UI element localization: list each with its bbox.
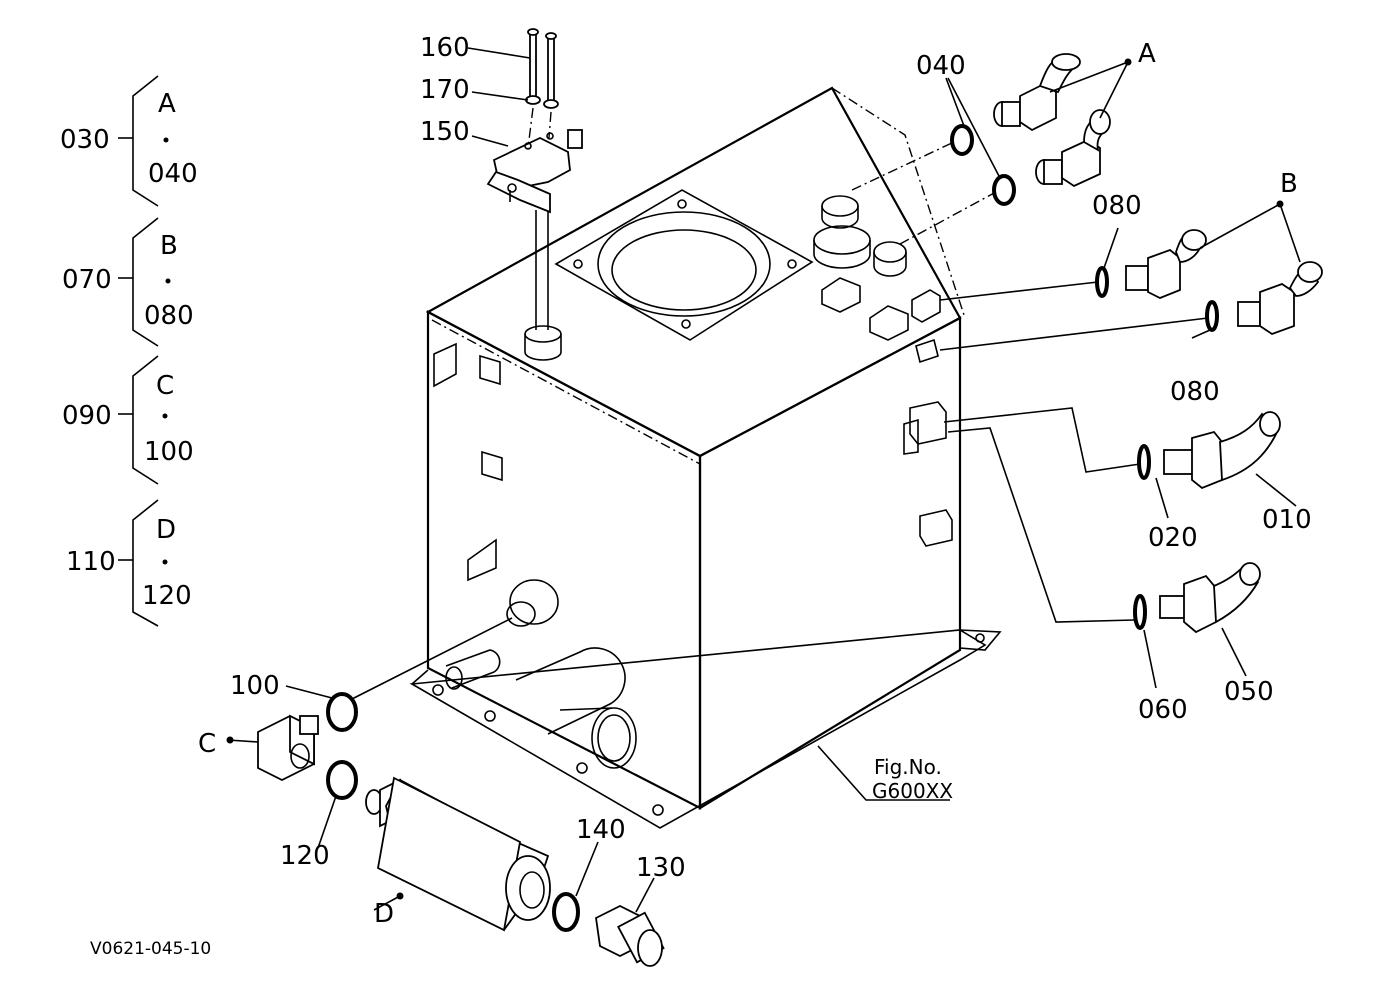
callout-010: 010 xyxy=(1262,505,1312,535)
screws-160 xyxy=(527,28,557,149)
callout-080-bottom: 080 xyxy=(1170,377,1220,407)
adapter-130 xyxy=(595,904,665,967)
legend-bottom: 040 xyxy=(148,159,198,189)
legend-top: D xyxy=(156,515,176,545)
callout-020: 020 xyxy=(1148,523,1198,553)
elbow-fitting-010 xyxy=(1163,411,1281,490)
figure-ref-line2: G600XX xyxy=(872,779,953,803)
callout-050: 050 xyxy=(1224,677,1274,707)
callout-170: 170 xyxy=(420,75,470,105)
o-ring-040 xyxy=(950,124,1016,206)
legend-top: C xyxy=(156,371,174,401)
drawing-code: V0621-045-10 xyxy=(90,939,211,959)
washers-170 xyxy=(525,95,559,109)
legend-code: 070 xyxy=(62,265,112,295)
legend-code: 110 xyxy=(66,547,116,577)
elbow-fitting-050 xyxy=(1159,562,1261,634)
callout-120: 120 xyxy=(280,841,330,871)
legend-group-110: 110 D 120 xyxy=(66,499,192,627)
callout-labels: 160 170 150 040 A B 080 080 020 010 060 … xyxy=(198,33,1312,929)
o-ring-100 xyxy=(326,692,358,732)
elbow-fitting-a2 xyxy=(1035,109,1111,188)
legend-top: B xyxy=(160,231,178,261)
callout-group-b: B xyxy=(1280,169,1298,199)
figure-ref-line1: Fig.No. xyxy=(874,755,942,779)
legend-group-030: 030 A 040 xyxy=(60,75,198,207)
o-ring-020 xyxy=(1137,444,1151,480)
callout-100: 100 xyxy=(230,671,280,701)
level-sensor-150 xyxy=(486,129,583,214)
callout-140: 140 xyxy=(576,815,626,845)
hydraulic-tank xyxy=(409,86,1002,829)
o-ring-140 xyxy=(552,892,580,932)
callout-060: 060 xyxy=(1138,695,1188,725)
legend-code: 090 xyxy=(62,401,112,431)
o-ring-060 xyxy=(1133,594,1147,630)
legend-group-090: 090 C 100 xyxy=(62,355,194,485)
adapter-block-c xyxy=(257,714,319,782)
figure-reference: Fig.No. G600XX xyxy=(872,755,953,803)
callout-130: 130 xyxy=(636,853,686,883)
filter-body-d xyxy=(365,776,551,932)
callout-group-c: C xyxy=(198,729,216,759)
callout-group-d: D xyxy=(374,899,394,929)
callout-150: 150 xyxy=(420,117,470,147)
elbow-fitting-b2 xyxy=(1237,261,1323,336)
elbow-fitting-a1 xyxy=(993,53,1081,132)
elbow-fitting-b1 xyxy=(1125,229,1207,299)
callout-040: 040 xyxy=(916,51,966,81)
inspection-cover xyxy=(554,189,814,341)
legend-top: A xyxy=(158,89,176,119)
callout-080-top: 080 xyxy=(1092,191,1142,221)
callout-160: 160 xyxy=(420,33,470,63)
legend-group-070: 070 B 080 xyxy=(62,217,194,347)
o-ring-120 xyxy=(326,760,358,800)
legend-bottom: 120 xyxy=(142,581,192,611)
legend-code: 030 xyxy=(60,125,110,155)
legend-bottom: 100 xyxy=(144,437,194,467)
legend-bottom: 080 xyxy=(144,301,194,331)
callout-group-a: A xyxy=(1138,39,1156,69)
